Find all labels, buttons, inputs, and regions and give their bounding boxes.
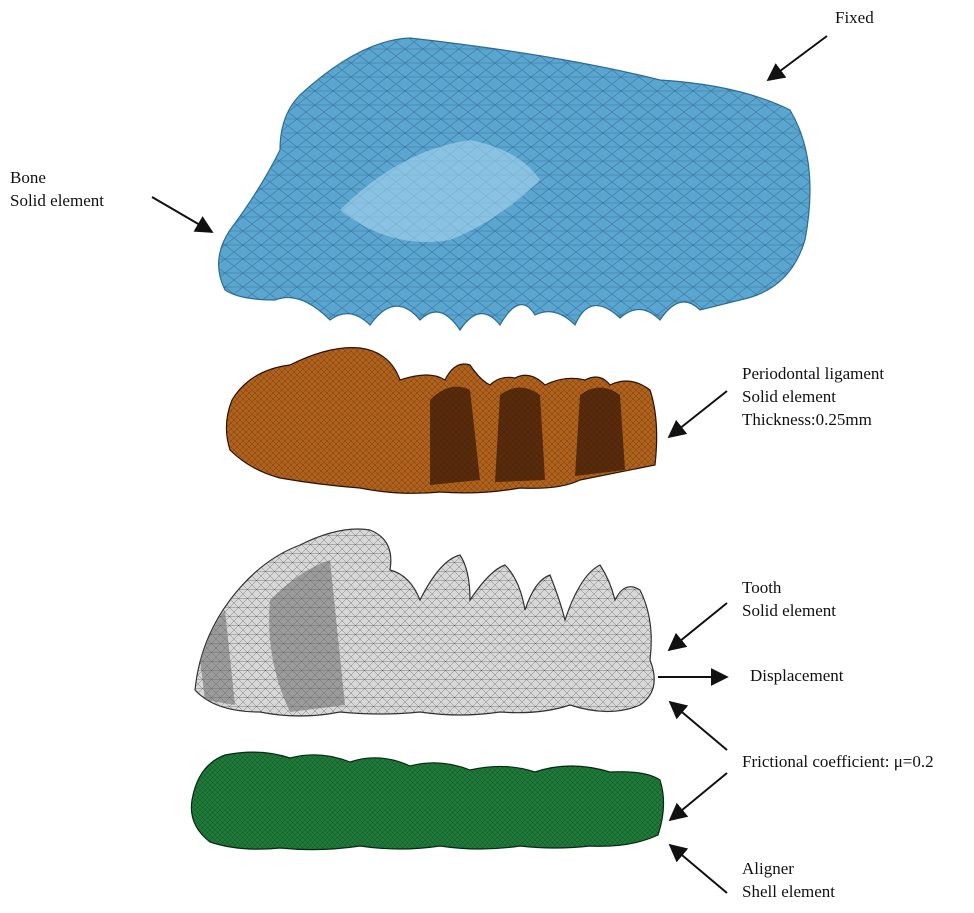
bone-label: Bone Solid element — [10, 166, 104, 212]
tooth-title: Tooth — [742, 576, 836, 599]
displacement-label: Displacement — [750, 664, 843, 687]
pdl-element-type: Solid element — [742, 385, 884, 408]
fixed-text: Fixed — [835, 6, 874, 29]
pdl-title: Periodontal ligament — [742, 362, 884, 385]
tooth-element-type: Solid element — [742, 599, 836, 622]
tooth-model — [195, 529, 654, 716]
friction-arrow-upper — [670, 702, 727, 750]
pdl-dark-region — [430, 387, 625, 485]
tooth-label: Tooth Solid element — [742, 576, 836, 622]
aligner-element-type: Shell element — [742, 880, 835, 903]
bone-title: Bone — [10, 166, 104, 189]
tooth-mesh-overlay — [195, 529, 654, 716]
aligner-label: Aligner Shell element — [742, 857, 835, 903]
pdl-label: Periodontal ligament Solid element Thick… — [742, 362, 884, 431]
tooth-arrow — [669, 603, 727, 650]
fixed-label: Fixed — [835, 6, 874, 29]
aligner-model — [191, 752, 663, 849]
fixed-arrow — [768, 36, 827, 80]
aligner-arrow — [670, 845, 727, 893]
friction-label: Frictional coefficient: μ=0.2 — [742, 750, 934, 773]
bone-arrow — [152, 197, 212, 232]
displacement-text: Displacement — [750, 664, 843, 687]
bone-element-type: Solid element — [10, 189, 104, 212]
bone-model — [219, 38, 810, 330]
aligner-mesh-overlay — [191, 752, 663, 849]
pdl-arrow — [669, 391, 727, 437]
aligner-title: Aligner — [742, 857, 835, 880]
friction-text: Frictional coefficient: μ=0.2 — [742, 750, 934, 773]
friction-arrow-lower — [670, 773, 727, 820]
pdl-thickness: Thickness:0.25mm — [742, 408, 884, 431]
periodontal-ligament-model — [226, 348, 656, 494]
